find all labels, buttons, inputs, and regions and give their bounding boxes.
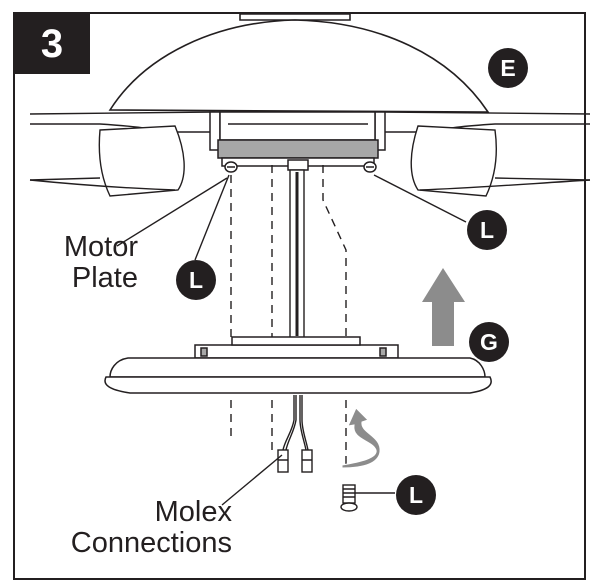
molex-wires (277, 395, 313, 473)
motor-plate-label-line1: Motor (63, 231, 138, 263)
leader-motor-plate-label (116, 177, 228, 247)
blade-arm-left (29, 111, 216, 197)
switch-housing-cap (104, 336, 492, 394)
blade-arm-right (379, 111, 591, 197)
curved-arrow-icon (341, 407, 381, 469)
leader-motor-plate-l (194, 174, 230, 261)
mounting-screw (340, 484, 358, 512)
upward-arrow-icon (422, 268, 465, 346)
callout-g-badge: G (469, 322, 509, 362)
step-number: 3 (14, 13, 90, 74)
alignment-guides (230, 165, 347, 470)
wire-bundle (289, 169, 305, 339)
callout-l-badge-right: L (467, 210, 507, 250)
motor-plate-label-line2: Plate (71, 262, 138, 294)
molex-connections-label: Molex Connections (40, 497, 232, 559)
callout-l-badge-screw: L (396, 475, 436, 515)
molex-label-line2: Connections (70, 527, 232, 559)
motor-plate-screws (224, 161, 377, 173)
motor-plate-label: Motor Plate (18, 232, 138, 294)
callout-l-badge-left: L (176, 260, 216, 300)
callout-e-badge: E (488, 48, 528, 88)
leader-molex-label (221, 454, 283, 506)
panel-border (13, 12, 586, 580)
leader-right-screw (373, 174, 467, 223)
motor-housing (108, 13, 490, 113)
leader-lines (116, 174, 467, 506)
motor-plate (217, 139, 379, 159)
motor-body (209, 111, 386, 171)
molex-label-line1: Molex (154, 496, 232, 528)
